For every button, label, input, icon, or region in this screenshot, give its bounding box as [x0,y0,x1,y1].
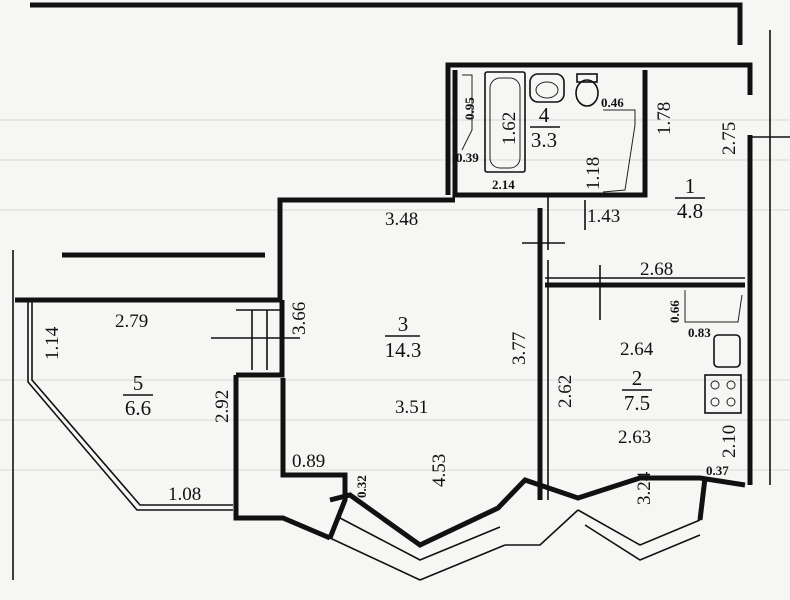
toilet-icon [575,79,599,107]
room-4-area: 3.3 [531,128,557,152]
room-labels: 1 4.8 2 7.5 3 14.3 4 3.3 5 6.6 [123,103,705,420]
dim-living-089: 0.89 [292,451,325,472]
dimension-labels: 0.95 1.62 0.39 2.14 0.46 1.18 1.78 1.43 … [42,95,740,505]
dim-kitchen-210: 2.10 [719,425,740,458]
stove-icon [704,374,742,414]
dim-bath-162: 1.62 [499,112,520,145]
dim-kitchen-066: 0.66 [667,300,682,323]
dim-living-377: 3.77 [509,332,530,365]
room-4-number: 4 [539,103,550,127]
bathtub-icon [484,71,526,173]
dim-bath-039: 0.39 [456,150,479,165]
room-2-area: 7.5 [624,391,650,415]
kitchen-sink-icon [713,334,741,368]
background-scan-lines [0,119,790,471]
dim-kitchen-264: 2.64 [620,339,654,360]
room-3-number: 3 [398,312,409,336]
dim-loggia-108: 1.08 [168,484,201,505]
dim-kitchen-083: 0.83 [688,325,711,340]
room-5-number: 5 [133,371,144,395]
room-2-number: 2 [632,366,643,390]
dim-bath-095: 0.95 [462,97,477,120]
sink-icon [529,73,565,103]
dim-living-366: 3.66 [289,302,310,335]
dim-hall-268: 2.68 [640,259,673,280]
dim-living-032: 0.32 [354,475,369,498]
dim-loggia-279: 2.79 [115,311,148,332]
dim-bath-214: 2.14 [492,177,515,192]
fixtures [461,71,790,414]
dim-kitchen-324: 3.24 [634,471,655,505]
dim-kitchen-262: 2.62 [555,375,576,408]
dim-living-351: 3.51 [395,397,428,418]
dim-loggia-114: 1.14 [42,326,63,360]
dim-bath-118: 1.18 [583,157,604,190]
room-1-area: 4.8 [677,199,703,223]
dim-bath-178: 1.78 [654,102,675,135]
dim-hall-275: 2.75 [719,122,740,155]
room-5-area: 6.6 [125,396,151,420]
dim-living-348: 3.48 [385,209,418,230]
dim-hall-143: 1.43 [587,206,620,227]
dim-living-453: 4.53 [429,454,450,487]
dim-bath-046: 0.46 [601,95,624,110]
dim-living-292: 2.92 [212,390,233,423]
room-3-area: 14.3 [385,338,422,362]
walls [12,2,771,581]
dim-kitchen-263: 2.63 [618,427,651,448]
dim-kitchen-037: 0.37 [706,463,729,478]
room-1-number: 1 [685,174,696,198]
